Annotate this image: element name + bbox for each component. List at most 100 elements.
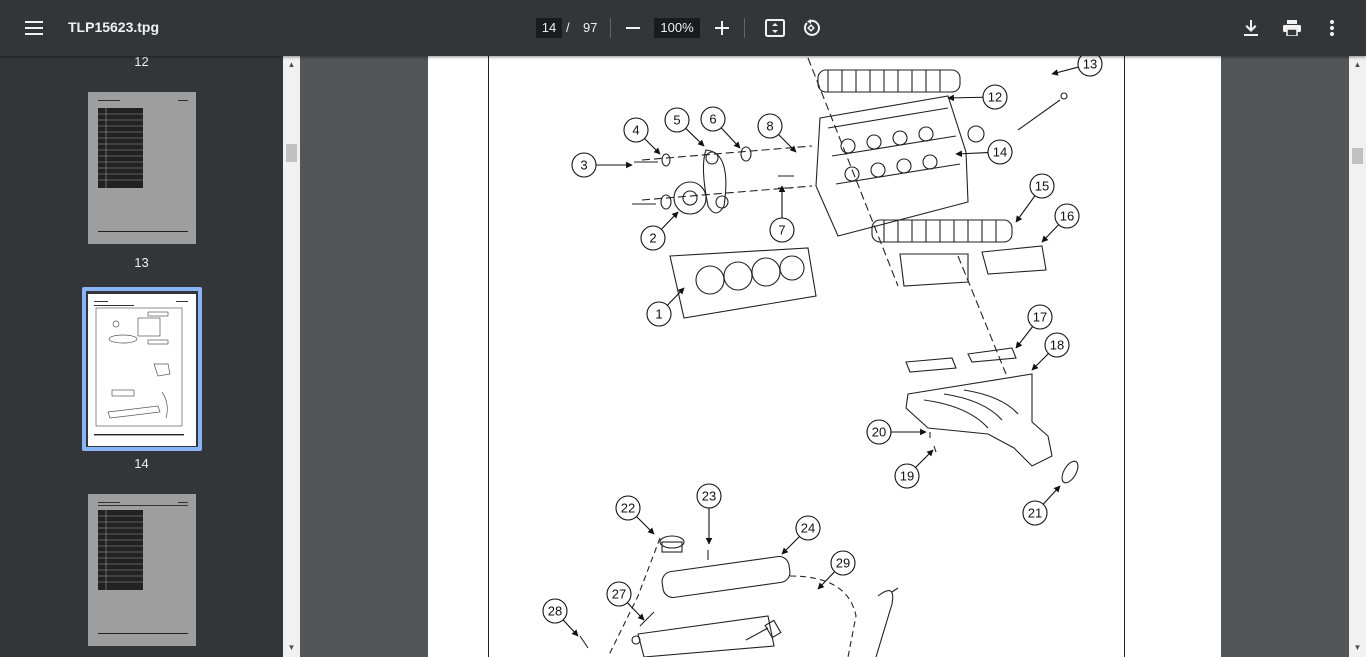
document-scrollbar[interactable]: ▲ ▼ — [1349, 56, 1366, 657]
callout-number-22: 22 — [621, 501, 635, 516]
thumbnail-page-15[interactable] — [88, 494, 196, 646]
callout-number-28: 28 — [548, 604, 562, 619]
scroll-up-arrow-icon[interactable]: ▲ — [287, 60, 296, 69]
toolbar-divider — [610, 18, 611, 38]
callout-number-5: 5 — [673, 113, 680, 128]
callout-circle-19 — [894, 463, 920, 489]
total-pages: 97 — [583, 20, 598, 35]
selected-thumbnail-frame — [82, 287, 202, 451]
callout-circle-27 — [606, 581, 632, 607]
callout-number-7: 7 — [778, 223, 785, 238]
download-icon[interactable] — [1235, 12, 1267, 44]
more-options-icon[interactable] — [1316, 12, 1348, 44]
callout-number-16: 16 — [1060, 209, 1074, 224]
callout-number-1: 1 — [655, 307, 662, 322]
toolbar-divider — [744, 18, 745, 38]
callout-circle-12 — [982, 84, 1008, 110]
callout-leader-4 — [644, 138, 661, 155]
callout-number-21: 21 — [1028, 506, 1042, 521]
callout-circle-28 — [542, 598, 568, 624]
scroll-down-arrow-icon[interactable]: ▼ — [287, 643, 296, 652]
callout-circle-3 — [571, 152, 597, 178]
callout-circle-6 — [700, 106, 726, 132]
callout-circle-1 — [646, 301, 672, 327]
callout-leader-27 — [626, 602, 645, 621]
callout-leader-16 — [1041, 224, 1060, 243]
page-number-input[interactable]: 14 — [536, 18, 562, 38]
callout-leader-14 — [955, 150, 989, 158]
callout-number-8: 8 — [766, 119, 773, 134]
page-frame — [488, 56, 1125, 657]
callout-leader-2 — [660, 211, 679, 230]
document-title: TLP15623.tpg — [68, 19, 160, 35]
scroll-up-arrow-icon[interactable]: ▲ — [1353, 60, 1362, 69]
thumbnail-page-13[interactable] — [88, 92, 196, 244]
callout-circle-4 — [623, 117, 649, 143]
callout-circle-20 — [866, 419, 892, 445]
callout-leader-28 — [562, 619, 579, 637]
callout-leader-5 — [685, 127, 705, 147]
callout-leader-17 — [1015, 326, 1034, 349]
callout-number-13: 13 — [1083, 57, 1097, 72]
callout-circle-7 — [769, 217, 795, 243]
print-icon[interactable] — [1276, 12, 1308, 44]
page-separator: / — [566, 20, 570, 35]
rotate-icon[interactable] — [795, 12, 827, 44]
callout-number-29: 29 — [836, 556, 850, 571]
callout-circle-22 — [615, 495, 641, 521]
callout-circle-15 — [1029, 173, 1055, 199]
callout-leader-22 — [636, 516, 655, 535]
callout-leader-15 — [1015, 195, 1036, 223]
fit-page-icon[interactable] — [759, 12, 791, 44]
callout-leader-21 — [1042, 485, 1061, 505]
callout-circle-13 — [1077, 56, 1103, 77]
callout-circle-23 — [696, 483, 722, 509]
callout-leader-12 — [947, 94, 984, 102]
document-scrollbar-thumb[interactable] — [1352, 148, 1363, 164]
callout-number-4: 4 — [632, 123, 639, 138]
callout-leader-6 — [720, 127, 741, 149]
sidebar-scrollbar-thumb[interactable] — [286, 144, 297, 162]
callout-circle-21 — [1022, 500, 1048, 526]
callout-leader-8 — [778, 134, 797, 153]
thumbnail-sidebar: 12 13 14 — [0, 56, 283, 657]
callout-circle-2 — [640, 225, 666, 251]
pdf-toolbar: TLP15623.tpg 14 / 97 100% — [0, 0, 1366, 56]
callout-number-20: 20 — [872, 425, 886, 440]
callout-leader-18 — [1031, 353, 1049, 371]
sidebar-scrollbar[interactable]: ▲ ▼ — [283, 56, 300, 657]
callout-leader-1 — [666, 287, 685, 306]
thumbnail-label: 12 — [134, 56, 149, 69]
callout-circle-8 — [757, 113, 783, 139]
callout-leader-29 — [817, 571, 836, 590]
zoom-out-icon[interactable] — [617, 12, 649, 44]
thumbnail-label: 14 — [134, 456, 149, 471]
callout-circle-5 — [664, 107, 690, 133]
callout-leader-19 — [915, 449, 934, 468]
callout-number-2: 2 — [649, 231, 656, 246]
callout-circle-17 — [1027, 304, 1053, 330]
scroll-down-arrow-icon[interactable]: ▼ — [1353, 643, 1362, 652]
callout-leader-13 — [1051, 66, 1079, 76]
zoom-in-icon[interactable] — [706, 12, 738, 44]
callout-number-23: 23 — [702, 489, 716, 504]
callout-circle-14 — [987, 139, 1013, 165]
callout-number-12: 12 — [988, 90, 1002, 105]
callout-circle-24 — [795, 515, 821, 541]
callout-circle-29 — [830, 550, 856, 576]
zoom-level-input[interactable]: 100% — [654, 18, 700, 38]
callout-number-24: 24 — [801, 521, 815, 536]
hamburger-menu-icon[interactable] — [18, 12, 50, 44]
callout-number-27: 27 — [612, 587, 626, 602]
thumbnail-page-14[interactable] — [88, 294, 196, 446]
callout-number-6: 6 — [709, 112, 716, 127]
callout-number-17: 17 — [1033, 310, 1047, 325]
callout-number-3: 3 — [580, 158, 587, 173]
callout-number-15: 15 — [1035, 179, 1049, 194]
callout-circle-18 — [1044, 332, 1070, 358]
callout-number-14: 14 — [993, 145, 1007, 160]
callout-number-18: 18 — [1050, 338, 1064, 353]
callout-leader-24 — [781, 536, 800, 555]
